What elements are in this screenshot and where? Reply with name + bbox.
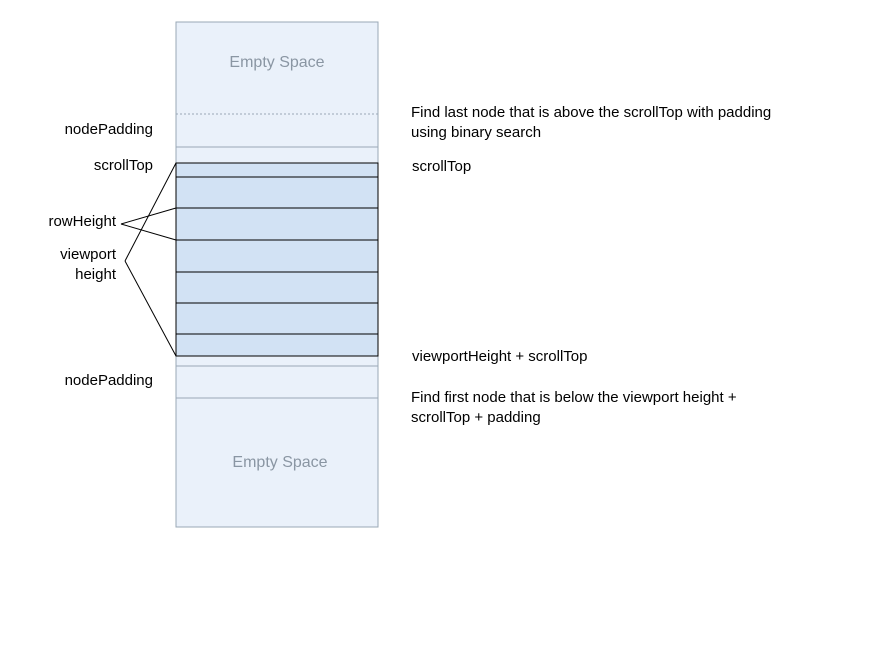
scroll-top-left-label: scrollTop bbox=[93, 157, 153, 174]
bottom-empty-space-label: Empty Space bbox=[232, 454, 327, 471]
top-empty-space-label: Empty Space bbox=[229, 54, 324, 71]
find-last-node-text-line2: using binary search bbox=[411, 124, 542, 141]
viewport-height-label-line2: height bbox=[75, 266, 116, 283]
node-padding-top-label: nodePadding bbox=[64, 121, 153, 138]
viewport-row bbox=[175, 176, 379, 209]
viewport-height-label-line1: viewport bbox=[60, 246, 116, 263]
row-height-label: rowHeight bbox=[48, 213, 116, 230]
viewport-rows bbox=[175, 162, 379, 357]
viewport-row bbox=[175, 271, 379, 304]
find-first-node-text-line2: scrollTop + padding bbox=[411, 409, 541, 426]
viewport-row bbox=[175, 207, 379, 241]
viewport-row bbox=[175, 302, 379, 335]
viewport-height-plus-scroll-top-label: viewportHeight + scrollTop bbox=[412, 348, 588, 365]
scroll-top-right-label: scrollTop bbox=[412, 158, 472, 175]
find-first-node-text-line1: Find first node that is below the viewpo… bbox=[411, 389, 737, 406]
viewport-height-brace bbox=[124, 162, 177, 357]
node-padding-bottom-label: nodePadding bbox=[64, 372, 153, 389]
viewport-row bbox=[175, 239, 379, 273]
row-height-brace bbox=[120, 207, 177, 241]
viewport-row bbox=[175, 333, 379, 357]
viewport-row bbox=[175, 162, 379, 178]
find-last-node-text-line1: Find last node that is above the scrollT… bbox=[411, 104, 772, 121]
